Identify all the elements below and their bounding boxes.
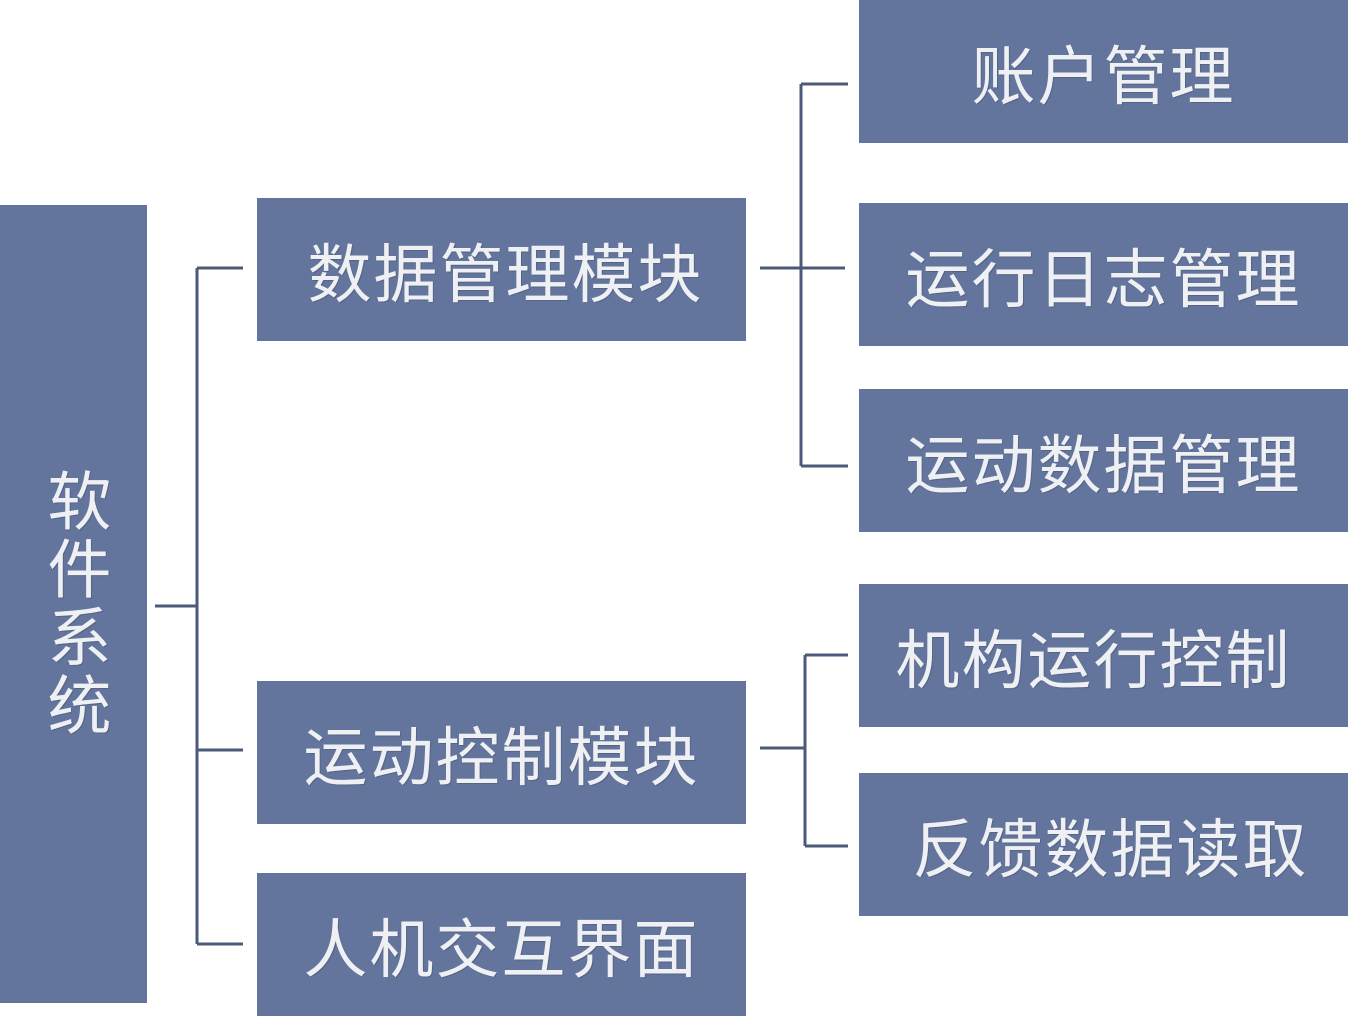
module-hci: 人机交互界面 bbox=[257, 873, 746, 1016]
leaf-label: 运动数据管理 bbox=[905, 429, 1302, 504]
module-label: 运动控制模块 bbox=[303, 721, 700, 796]
data-management-connector bbox=[760, 82, 848, 468]
leaf-label: 运行日志管理 bbox=[905, 243, 1302, 318]
leaf-label: 反馈数据读取 bbox=[912, 813, 1309, 888]
leaf-label: 机构运行控制 bbox=[895, 624, 1292, 699]
leaf-label: 账户管理 bbox=[971, 40, 1236, 115]
root-node-software-system: 软件系统 bbox=[0, 205, 147, 1003]
leaf-account-management: 账户管理 bbox=[859, 0, 1348, 143]
module-label: 数据管理模块 bbox=[307, 238, 704, 313]
leaf-feedback-data-read: 反馈数据读取 bbox=[859, 773, 1348, 916]
leaf-mechanism-control: 机构运行控制 bbox=[859, 584, 1348, 727]
leaf-runtime-log-management: 运行日志管理 bbox=[859, 203, 1348, 346]
root-node-label: 软件系统 bbox=[36, 468, 111, 740]
module-motion-control: 运动控制模块 bbox=[257, 681, 746, 824]
root-connector bbox=[155, 266, 243, 946]
module-data-management: 数据管理模块 bbox=[257, 198, 746, 341]
leaf-motion-data-management: 运动数据管理 bbox=[859, 389, 1348, 532]
motion-control-connector bbox=[760, 653, 848, 848]
module-label: 人机交互界面 bbox=[303, 913, 700, 988]
